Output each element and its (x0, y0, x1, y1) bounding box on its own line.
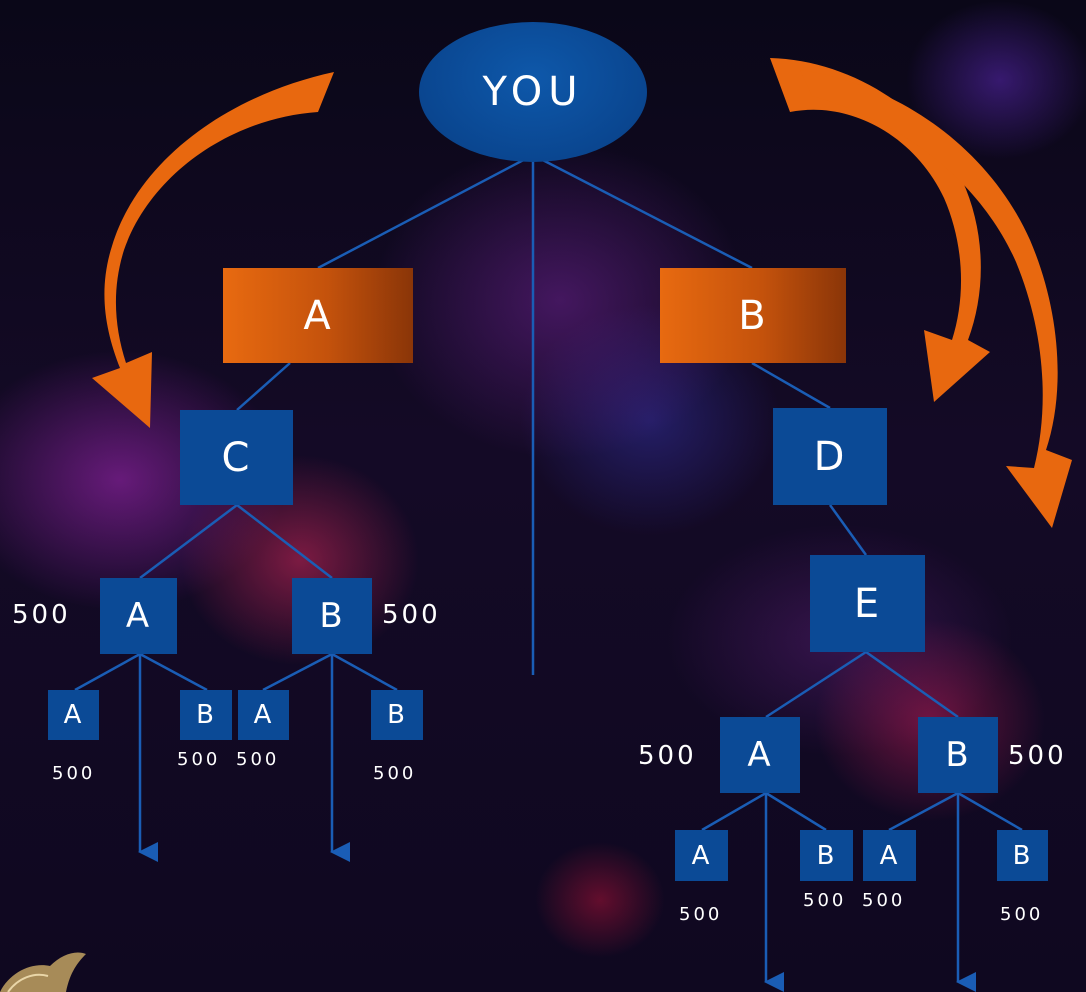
node-label: A (303, 292, 333, 339)
node-label: B (738, 292, 768, 339)
node-label: A (747, 735, 773, 775)
node-left-a-b: B (180, 690, 232, 740)
edge-you-b (532, 153, 753, 270)
edge-rb-a (888, 791, 959, 832)
value-label: 500 (373, 763, 417, 784)
node-label: E (853, 580, 882, 627)
edge-e-b (865, 650, 959, 719)
curved-arrow-icon (92, 72, 334, 428)
node-d: D (773, 408, 887, 505)
edge-c-a (139, 504, 238, 579)
node-left-b-b: B (371, 690, 423, 740)
node-label: A (125, 596, 152, 636)
node-label: A (253, 700, 274, 730)
node-label: A (691, 840, 712, 871)
edge-you-a (317, 153, 534, 270)
edge-ra-b (765, 791, 827, 832)
node-left-b-a: A (238, 690, 289, 740)
root-node-you: YOU (419, 22, 647, 162)
edge-lb-a (262, 652, 333, 692)
node-left-b: B (292, 578, 372, 654)
node-right-a-a: A (675, 830, 728, 881)
edge-b-d (751, 361, 831, 410)
edge-lb-b (331, 652, 398, 692)
edge-la-a (74, 652, 141, 692)
node-right-b: B (918, 717, 998, 793)
node-label: C (221, 434, 252, 481)
root-label: YOU (482, 69, 584, 115)
edge-e-a (765, 650, 867, 719)
value-label: 500 (803, 890, 847, 911)
orange-arrows (92, 58, 1072, 528)
value-label: 500 (1000, 904, 1044, 925)
node-label: A (879, 840, 900, 871)
node-label: B (196, 700, 216, 730)
node-a-level1: A (223, 268, 413, 363)
node-b-level1: B (660, 268, 846, 363)
node-label: D (813, 433, 847, 480)
node-label: B (945, 735, 971, 775)
value-label: 500 (177, 749, 221, 770)
edge-ra-a (701, 791, 767, 832)
edge-c-b (236, 504, 333, 579)
node-label: B (319, 596, 345, 636)
node-right-a-b: B (800, 830, 853, 881)
value-label: 500 (52, 763, 96, 784)
node-e: E (810, 555, 925, 652)
value-label: 500 (862, 890, 906, 911)
value-label: 500 (382, 600, 441, 630)
value-label: 500 (12, 600, 71, 630)
node-right-b-a: A (863, 830, 916, 881)
node-right-a: A (720, 717, 800, 793)
node-label: B (816, 840, 837, 871)
wings-logo-icon (0, 952, 86, 992)
value-label: 500 (236, 749, 280, 770)
node-label: B (1012, 840, 1033, 871)
edge-d-e (828, 504, 868, 556)
edge-rb-b (957, 791, 1023, 832)
value-label: 500 (679, 904, 723, 925)
value-label: 500 (1008, 741, 1067, 771)
node-right-b-b: B (997, 830, 1048, 881)
node-c: C (180, 410, 293, 505)
edge-la-b (139, 652, 208, 692)
node-label: A (63, 700, 84, 730)
edge-a-c (236, 362, 291, 411)
node-label: B (387, 700, 407, 730)
connector-lines (74, 153, 1023, 992)
node-left-a-a: A (48, 690, 99, 740)
curved-arrow-icon (800, 70, 1072, 528)
value-label: 500 (638, 741, 697, 771)
node-left-a: A (100, 578, 177, 654)
